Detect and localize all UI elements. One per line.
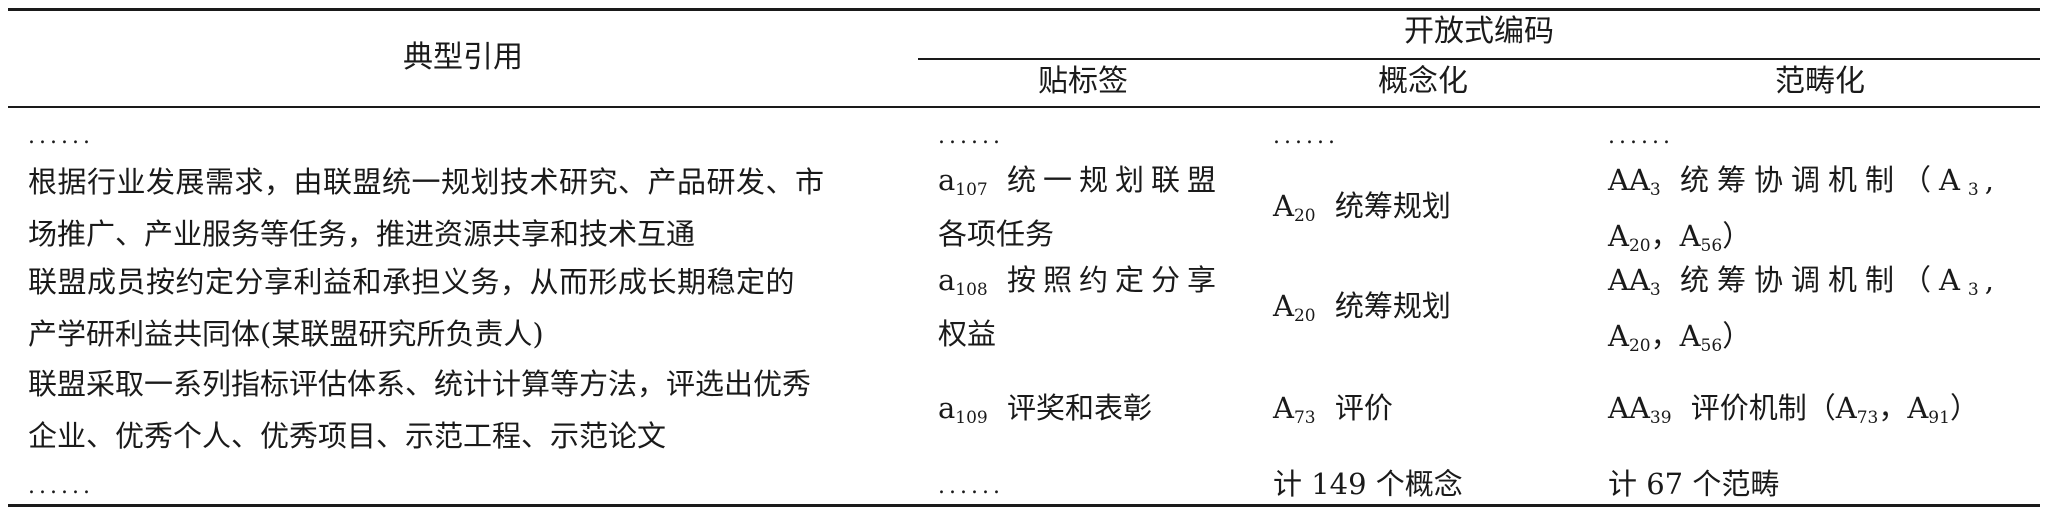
label-index: 107 [955, 180, 988, 200]
concept-text: 统筹规划 [1334, 289, 1451, 323]
table-row-3-category: AA39 评价机制（A73，A91） [1608, 391, 1979, 428]
table-row-2-quote-line-1: 联盟成员按约定分享利益和承担义务，从而形成长期稳定的 [28, 265, 796, 299]
table-row-1-category-line-1: AA3 统筹协调机制（A3, [1608, 163, 1994, 199]
concept-index: 20 [1293, 206, 1316, 226]
category-text: 统筹协调机制（A [1679, 163, 1968, 197]
table-row-2-label-line-2: 权益 [938, 317, 997, 351]
ellipsis-label: ...... [938, 124, 1004, 149]
label-prefix: a [938, 391, 956, 425]
concept-prefix: A [1273, 289, 1294, 323]
category-ref-1: 3 [1967, 180, 1979, 200]
category-total: 计 67 个范畴 [1608, 467, 1780, 501]
category-index: 3 [1649, 180, 1661, 200]
header-concept: 概念化 [1378, 64, 1468, 99]
ellipsis-quote: ...... [28, 124, 94, 149]
concept-total: 计 149 个概念 [1273, 467, 1463, 501]
ellipsis-category: ...... [1608, 124, 1674, 149]
table-row-2-category-line-2: A20，A56） [1608, 319, 1752, 356]
category-prefix: AA [1608, 263, 1650, 297]
table-row-2-category-line-1: AA3 统筹协调机制（A3, [1608, 263, 1994, 299]
table-row-2-concept: A20 统筹规划 [1273, 289, 1451, 325]
table-row-1-label: a107 统一规划联盟 [938, 163, 1223, 199]
label-text-line-1: 按照约定分享 [1006, 263, 1223, 297]
group-rule [918, 58, 2040, 60]
table-row-3-concept: A73 评价 [1273, 391, 1393, 427]
category-prefix: AA [1608, 163, 1650, 197]
table-row-1-quote-line-1: 根据行业发展需求，由联盟统一规划技术研究、产品研发、市 [28, 165, 825, 199]
ellipsis-concept: ...... [1273, 124, 1339, 149]
category-index: 39 [1649, 408, 1672, 428]
category-text: 评价机制（A [1690, 391, 1857, 425]
label-text-line-1: 统一规划联盟 [1006, 163, 1223, 197]
header-open-coding: 开放式编码 [1404, 14, 1554, 49]
ellipsis-label-end: ...... [938, 474, 1004, 499]
table-row-1-concept: A20 统筹规划 [1273, 189, 1451, 225]
label-index: 109 [955, 408, 988, 428]
category-index: 3 [1649, 280, 1661, 300]
category-ref-2: 91 [1928, 408, 1950, 428]
label-prefix: a [938, 163, 956, 197]
concept-index: 73 [1293, 408, 1316, 428]
bottom-rule [8, 504, 2040, 507]
concept-text: 统筹规划 [1334, 189, 1451, 223]
concept-prefix: A [1273, 189, 1294, 223]
table-row-1-category-line-2: A20，A56） [1608, 219, 1752, 256]
table-row-3-label: a109 评奖和表彰 [938, 391, 1152, 427]
category-ref-1: 3 [1967, 280, 1979, 300]
table-row-3-quote-line-2: 企业、优秀个人、优秀项目、示范工程、示范论文 [28, 419, 667, 453]
concept-index: 20 [1293, 306, 1316, 326]
category-ref-2: 20 [1628, 236, 1651, 256]
concept-prefix: A [1273, 391, 1294, 425]
category-ref-3: 56 [1700, 236, 1723, 256]
comma: , [1984, 163, 1994, 197]
label-text: 评奖和表彰 [1006, 391, 1152, 425]
label-prefix: a [938, 263, 956, 297]
header-category: 范畴化 [1775, 64, 1865, 99]
category-ref-3: 56 [1700, 336, 1723, 356]
table-row-1-label-line-2: 各项任务 [938, 217, 1055, 251]
category-ref-2: 20 [1628, 336, 1651, 356]
table-row-3-quote-line-1: 联盟采取一系列指标评估体系、统计计算等方法，评选出优秀 [28, 367, 812, 401]
top-rule [8, 8, 2040, 11]
category-text: 统筹协调机制（A [1679, 263, 1968, 297]
header-quote: 典型引用 [403, 40, 523, 75]
table-row-2-label: a108 按照约定分享 [938, 263, 1223, 299]
comma: , [1984, 263, 1994, 297]
concept-text: 评价 [1334, 391, 1393, 425]
label-index: 108 [955, 280, 988, 300]
header-label: 贴标签 [1038, 64, 1128, 99]
category-ref-1: 73 [1856, 408, 1879, 428]
header-rule [8, 106, 2040, 108]
table-row-1-quote-line-2: 场推广、产业服务等任务，推进资源共享和技术互通 [28, 217, 696, 251]
table-row-2-quote-line-2: 产学研利益共同体(某联盟研究所负责人) [28, 317, 544, 351]
ellipsis-quote-end: ...... [28, 474, 94, 499]
category-prefix: AA [1608, 391, 1650, 425]
